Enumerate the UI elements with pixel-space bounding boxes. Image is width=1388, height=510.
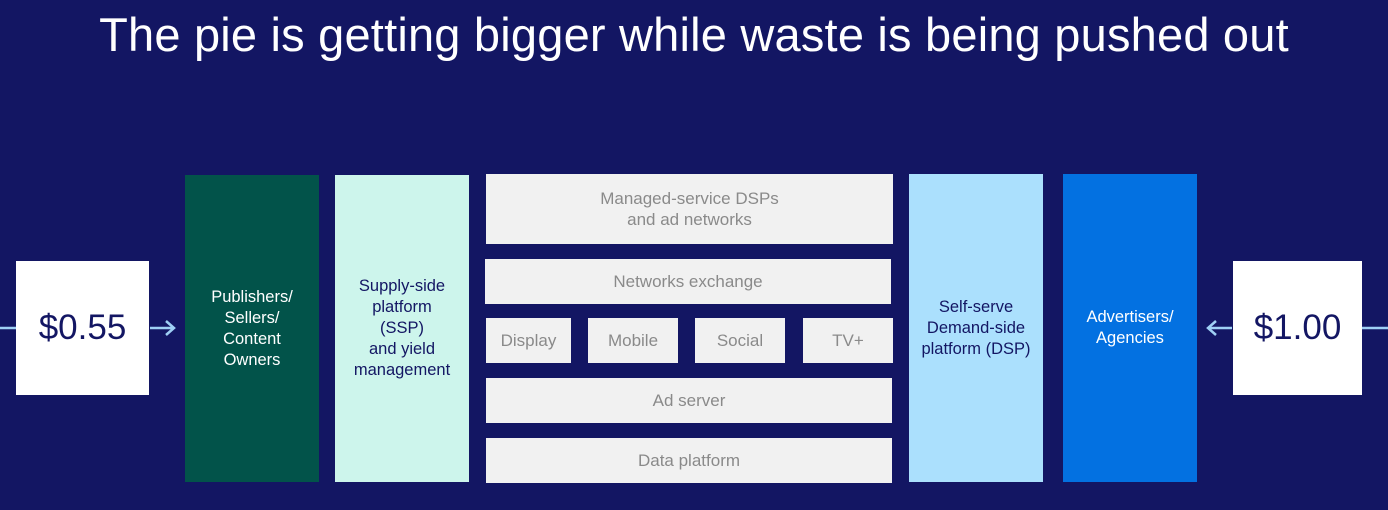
ssp-column: Supply-side platform (SSP) and yield man… bbox=[335, 175, 469, 482]
ad-server-label: Ad server bbox=[652, 391, 726, 410]
channel-display-box: Display bbox=[486, 318, 571, 363]
left-price-value: $0.55 bbox=[38, 308, 127, 347]
channel-social-label: Social bbox=[716, 331, 764, 350]
channel-tv-box: TV+ bbox=[803, 318, 893, 363]
dsp-label: Self-serve Demand-side platform (DSP) bbox=[921, 297, 1031, 358]
publishers-label: Publishers/ Sellers/ Content Owners bbox=[211, 287, 293, 369]
ssp-label: Supply-side platform (SSP) and yield man… bbox=[353, 277, 451, 379]
channel-mobile-box: Mobile bbox=[588, 318, 678, 363]
publishers-column: Publishers/ Sellers/ Content Owners bbox=[185, 175, 319, 482]
right-arrow-icon bbox=[150, 320, 176, 336]
channel-social-box: Social bbox=[695, 318, 785, 363]
slide-title: The pie is getting bigger while waste is… bbox=[99, 8, 1289, 61]
channel-display-label: Display bbox=[500, 331, 557, 350]
advertisers-label: Advertisers/ Agencies bbox=[1086, 308, 1174, 347]
networks-exchange-box: Networks exchange bbox=[485, 259, 891, 304]
left-price-box: $0.55 bbox=[16, 261, 149, 395]
right-price-box: $1.00 bbox=[1233, 261, 1362, 395]
advertisers-column: Advertisers/ Agencies bbox=[1063, 174, 1197, 482]
right-inflow-arrow bbox=[1362, 326, 1388, 330]
right-price-value: $1.00 bbox=[1253, 308, 1342, 347]
data-platform-box: Data platform bbox=[486, 438, 892, 483]
managed-service-label: Managed-service DSPs and ad networks bbox=[600, 189, 779, 229]
data-platform-label: Data platform bbox=[637, 451, 741, 470]
channel-mobile-label: Mobile bbox=[607, 331, 659, 350]
networks-exchange-label: Networks exchange bbox=[613, 272, 763, 291]
left-arrow-icon bbox=[1206, 320, 1232, 336]
channel-tv-label: TV+ bbox=[832, 331, 864, 350]
managed-service-box: Managed-service DSPs and ad networks bbox=[486, 174, 893, 244]
left-inflow-arrow bbox=[0, 326, 16, 330]
dsp-column: Self-serve Demand-side platform (DSP) bbox=[909, 174, 1043, 482]
ad-server-box: Ad server bbox=[486, 378, 892, 423]
